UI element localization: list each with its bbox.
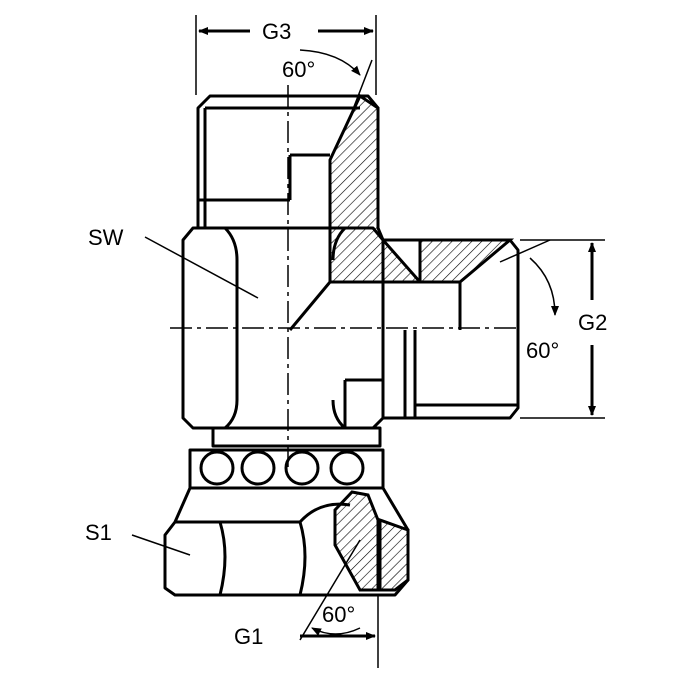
leader-sw bbox=[144, 236, 259, 299]
label-sw: SW bbox=[88, 225, 124, 250]
label-angle-right: 60° bbox=[526, 338, 559, 363]
label-g3: G3 bbox=[262, 19, 291, 44]
ball-ring bbox=[188, 426, 385, 490]
angle-bottom: 60° bbox=[299, 539, 361, 641]
top-nipple bbox=[196, 93, 424, 284]
label-g1: G1 bbox=[234, 624, 263, 649]
label-angle-bottom: 60° bbox=[322, 602, 355, 627]
label-angle-top: 60° bbox=[282, 57, 315, 82]
angle-right: 60° bbox=[499, 239, 559, 363]
label-g2: G2 bbox=[578, 310, 607, 335]
swivel-nut-s1 bbox=[163, 487, 410, 597]
label-s1: S1 bbox=[85, 520, 112, 545]
right-branch bbox=[383, 238, 520, 420]
dimension-g2: G2 bbox=[520, 239, 607, 419]
dimension-g1: G1 bbox=[234, 595, 379, 668]
dimension-g3: G3 bbox=[195, 15, 377, 95]
leader-s1 bbox=[131, 534, 191, 556]
hex-body-sw bbox=[181, 226, 462, 430]
